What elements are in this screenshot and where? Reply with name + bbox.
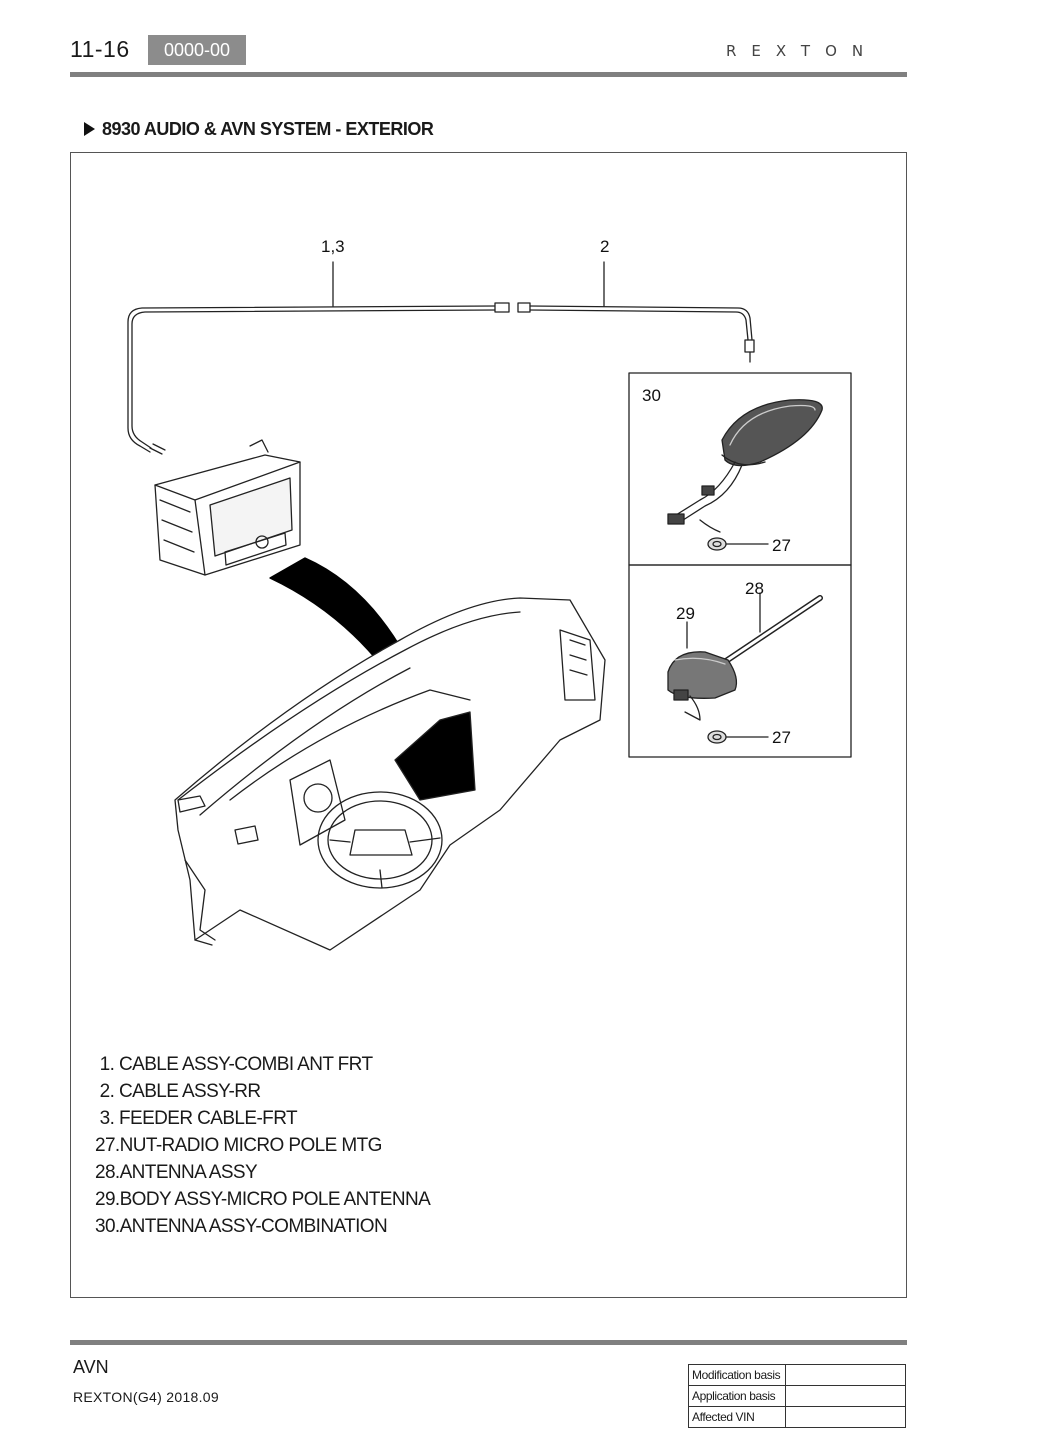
brand-logo: REXTON <box>726 42 879 60</box>
revision-value <box>785 1406 906 1428</box>
avn-head-unit-drawing <box>154 439 301 576</box>
callout-antenna-combination: 30 <box>642 386 661 405</box>
table-row: Application basis <box>688 1385 906 1407</box>
legend-item: 1. CABLE ASSY-COMBI ANT FRT <box>95 1054 373 1075</box>
figure-frame <box>70 152 907 1298</box>
inset-frame-micro-pole-antenna <box>628 564 852 758</box>
revision-label: Application basis <box>688 1385 786 1407</box>
table-row: Modification basis <box>688 1364 906 1386</box>
callout-antenna-assy: 28 <box>745 579 764 598</box>
footer-model: REXTON(G4) 2018.09 <box>73 1389 219 1405</box>
revision-value <box>785 1364 906 1386</box>
section-code-badge: 0000-00 <box>148 35 246 65</box>
table-row: Affected VIN <box>688 1406 906 1428</box>
footer-chapter: AVN <box>73 1357 109 1377</box>
combination-antenna-drawing <box>667 399 823 533</box>
revision-label: Affected VIN <box>688 1406 786 1428</box>
legend-item: 30.ANTENNA ASSY-COMBINATION <box>95 1216 388 1237</box>
callout-nut-lower: 27 <box>772 728 791 747</box>
nut-upper-drawing <box>707 537 769 551</box>
legend-item: 27.NUT-RADIO MICRO POLE MTG <box>95 1135 382 1156</box>
parts-legend: 1. CABLE ASSY-COMBI ANT FRT 2. CABLE ASS… <box>95 1051 431 1240</box>
instrument-panel-drawing <box>174 597 606 951</box>
revision-table: Modification basis Application basis Aff… <box>688 1364 906 1428</box>
callout-body-assy: 29 <box>676 604 695 623</box>
micro-pole-antenna-drawing <box>667 592 823 721</box>
front-cable-drawing <box>127 302 510 455</box>
section-title: 8930 AUDIO & AVN SYSTEM - EXTERIOR <box>84 119 434 140</box>
legend-item: 3. FEEDER CABLE-FRT <box>95 1108 298 1129</box>
legend-item: 28.ANTENNA ASSY <box>95 1162 258 1183</box>
triangle-bullet-icon <box>84 122 95 136</box>
legend-item: 2. CABLE ASSY-RR <box>95 1081 261 1102</box>
callout-nut-upper: 27 <box>772 536 791 555</box>
callout-cable-rear: 2 <box>600 237 609 256</box>
section-title-text: 8930 AUDIO & AVN SYSTEM - EXTERIOR <box>102 119 434 139</box>
rear-cable-drawing <box>517 302 755 363</box>
footer-rule <box>70 1340 907 1345</box>
header-rule <box>70 72 907 77</box>
revision-value <box>785 1385 906 1407</box>
callout-cable-front: 1,3 <box>321 237 345 256</box>
revision-label: Modification basis <box>688 1364 786 1386</box>
nut-lower-drawing <box>707 730 769 744</box>
page-number: 11-16 <box>70 36 130 62</box>
legend-item: 29.BODY ASSY-MICRO POLE ANTENNA <box>95 1189 431 1210</box>
